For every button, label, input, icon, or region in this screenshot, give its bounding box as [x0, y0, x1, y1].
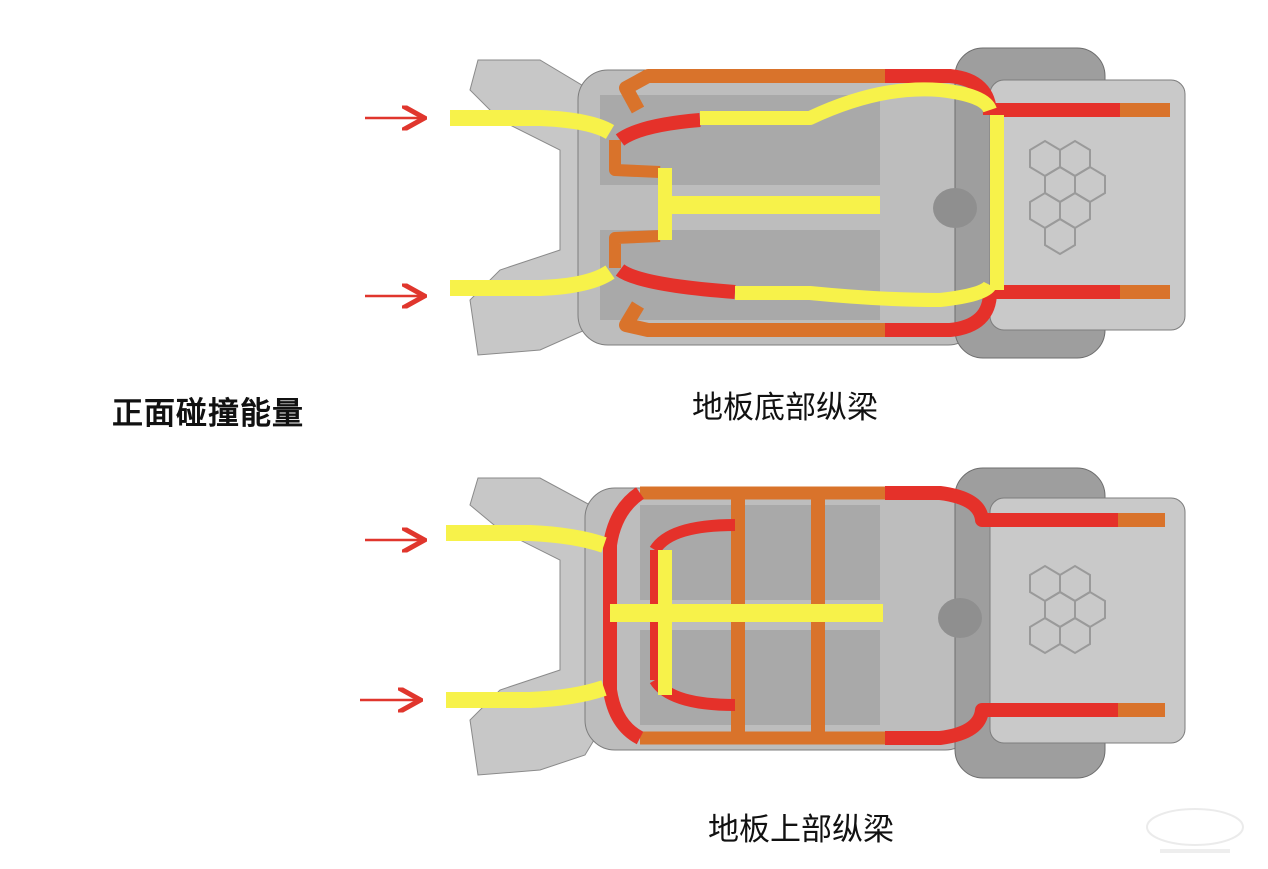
impact-arrows-bottom: [360, 540, 422, 700]
beam-paths-bottom: [446, 486, 1165, 745]
impact-arrows-top: [365, 118, 422, 296]
caption-bottom-diagram: 地板上部纵梁: [708, 812, 894, 848]
main-title: 正面碰撞能量: [112, 396, 304, 432]
caption-top-diagram: 地板底部纵梁: [692, 390, 878, 426]
beam-paths-top: [450, 69, 1170, 337]
watermark-logo-icon: [1146, 808, 1244, 853]
